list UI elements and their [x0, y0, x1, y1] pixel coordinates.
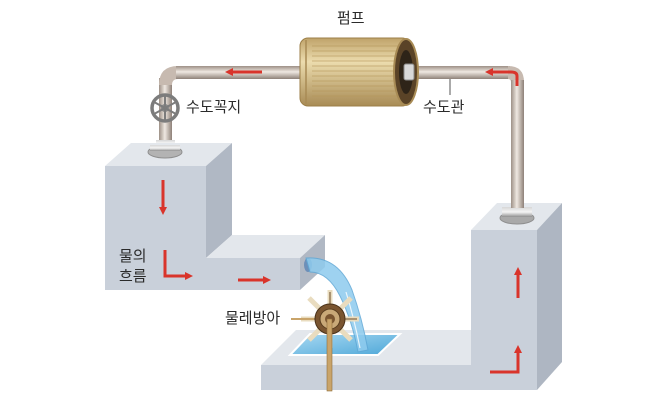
flow-arrow-turn-right: [163, 250, 193, 280]
flow-arrow-turn-up: [490, 345, 522, 374]
water-flow-label-line1: 물의: [119, 247, 147, 265]
pump-label: 펌프: [337, 9, 365, 27]
water-wheel-label: 물레방아: [225, 309, 281, 327]
flow-arrow-top-right: [485, 68, 519, 86]
falling-water: [305, 257, 369, 353]
pipe-fitting: [499, 200, 535, 225]
water-pipe: [159, 66, 524, 210]
water-pool: [287, 333, 403, 356]
pump: [299, 37, 419, 107]
water-wheel: [291, 290, 359, 392]
water-flow-label-line2: 흐름: [119, 267, 147, 285]
lower-tank: [261, 203, 562, 390]
water-flow-label: 물의 흐름: [119, 246, 159, 286]
pipe-label: 수도관: [423, 98, 465, 116]
faucet-label: 수도꼭지: [186, 98, 242, 116]
